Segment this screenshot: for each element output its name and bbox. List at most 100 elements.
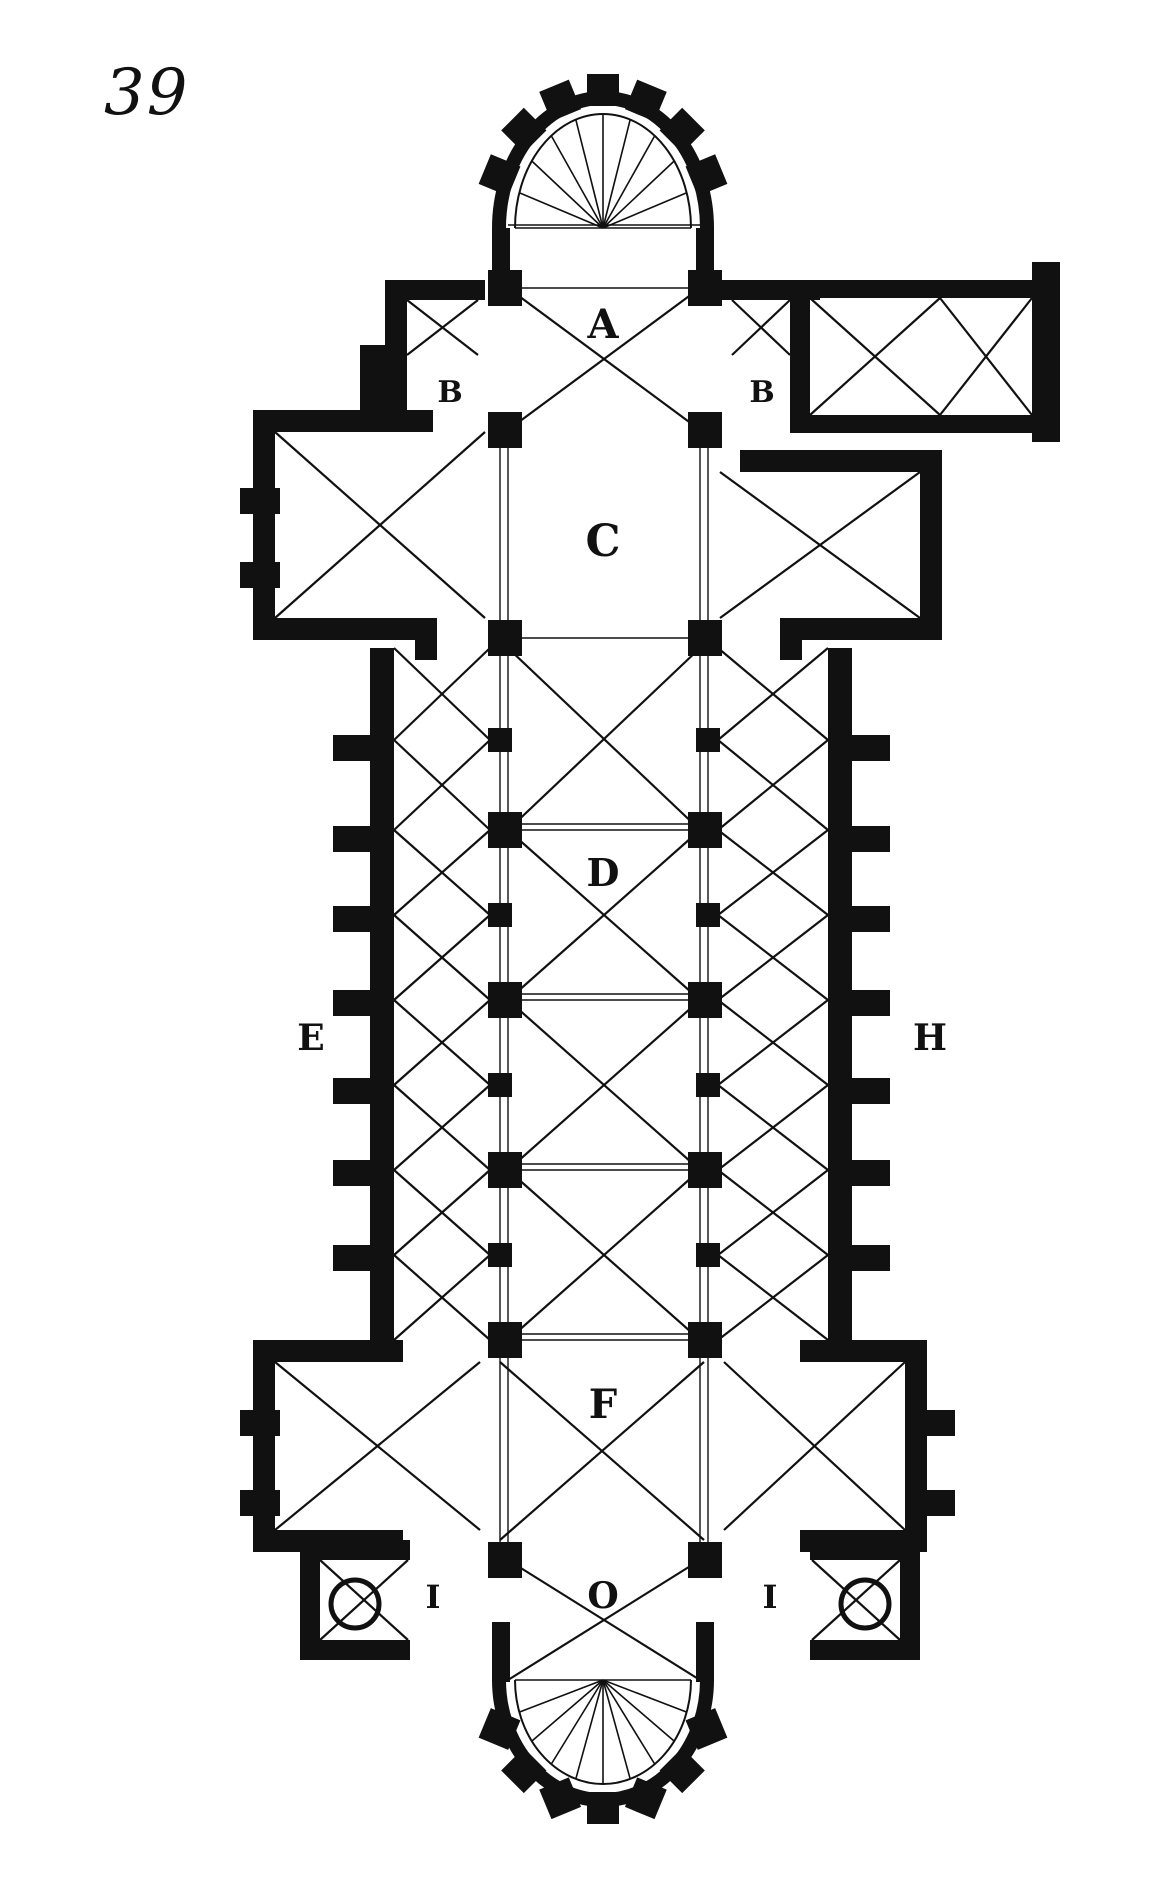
wall-tower-south <box>810 1640 920 1660</box>
west-apse-rib <box>602 1679 675 1742</box>
wall-transept-south-east <box>920 450 942 640</box>
buttress-north <box>333 1160 378 1186</box>
label-nave: D <box>587 850 620 895</box>
bay-aisle-north-rib <box>393 1169 491 1256</box>
wall-annex-bottom <box>790 415 1050 433</box>
bay-transept-south-rib <box>719 471 921 619</box>
wall-chapel <box>385 280 485 300</box>
bay-annex-rib <box>939 297 1033 416</box>
wall-apse <box>492 1622 510 1682</box>
bay-transept-north-rib <box>274 431 486 619</box>
wall-tower-south <box>810 1540 920 1560</box>
apse-buttress <box>539 1777 582 1820</box>
wall-west-transept-north <box>253 1340 275 1550</box>
buttress <box>915 1410 955 1436</box>
stair-turret-north <box>328 1577 382 1631</box>
pier-north <box>488 1152 522 1188</box>
pier-south <box>688 620 722 656</box>
apse-buttress <box>659 1747 705 1794</box>
apse-buttress <box>539 79 582 122</box>
apse-buttress <box>478 154 521 197</box>
pier-north <box>488 812 522 848</box>
pier-north <box>488 412 522 448</box>
label-chapel-right: B <box>749 375 774 410</box>
wall-transept-north-bottom <box>253 618 423 640</box>
buttress-north <box>333 1078 378 1104</box>
bay-crossing-west-rib <box>499 1361 705 1541</box>
bay-nave-rib <box>507 829 701 1001</box>
bay-chapel-B-right-rib <box>731 299 791 356</box>
bay-aisle-south-rib <box>717 1254 829 1341</box>
label-tower-left: I <box>426 1578 441 1616</box>
pier-south <box>688 812 722 848</box>
pier-south <box>688 982 722 1018</box>
bay-aisle-south-rib <box>717 1169 829 1256</box>
pier-minor <box>696 1073 720 1097</box>
wall-transept-south-top <box>740 450 942 472</box>
stair-turret-south <box>838 1577 892 1631</box>
buttress-south <box>845 1245 890 1271</box>
wall-apse <box>696 1622 714 1682</box>
buttress <box>240 562 280 588</box>
west-apse-rib <box>531 1679 604 1742</box>
bay-tower-south-rib <box>811 1559 901 1641</box>
east-apse-rib <box>550 135 604 229</box>
label-crossing-west: F <box>589 1381 617 1428</box>
west-apse-rib <box>602 1679 656 1765</box>
east-apse-rib <box>531 160 604 229</box>
buttress-south <box>845 990 890 1016</box>
wall-tower-north <box>300 1540 410 1560</box>
pier-north <box>488 982 522 1018</box>
buttress-south <box>845 1078 890 1104</box>
west-apse-rib <box>519 1679 604 1713</box>
bay-aisle-south-rib <box>717 1084 829 1171</box>
buttress <box>240 488 280 514</box>
pier-north <box>488 1322 522 1358</box>
bay-west-transept-north-rib <box>274 1361 481 1531</box>
bay-tower-north-rib <box>319 1559 409 1641</box>
pier-minor <box>696 903 720 927</box>
bay-chapel-B-left-rib <box>406 299 479 356</box>
wall-transept-south-bottom <box>780 618 942 640</box>
label-chapel-left: B <box>437 375 462 410</box>
pier-north <box>488 270 522 306</box>
bay-west-transept-south-rib <box>723 1361 906 1531</box>
east-apse-rib <box>602 160 675 229</box>
bay-aisle-south-rib <box>717 647 829 741</box>
bay-aisle-north-rib <box>393 647 491 741</box>
wall-west-transept-south <box>905 1340 927 1550</box>
wall-west-transept-top <box>253 1340 403 1362</box>
pier-minor <box>488 1073 512 1097</box>
pier-south <box>688 1542 722 1578</box>
buttress-north <box>333 735 378 761</box>
west-apse-rib <box>550 1679 604 1765</box>
apse-buttress <box>501 1747 547 1794</box>
bay-aisle-south-rib <box>717 999 829 1086</box>
bay-nave-rib <box>507 999 701 1171</box>
apse-buttress <box>624 79 667 122</box>
pier-minor <box>488 903 512 927</box>
wall-annex-end <box>1032 262 1060 442</box>
apse-buttress <box>659 107 705 154</box>
buttress-north <box>333 826 378 852</box>
wall-transept-north-west <box>253 410 275 638</box>
apse-buttress <box>624 1777 667 1820</box>
bay-aisle-north-rib <box>393 914 491 1001</box>
walls <box>240 74 1060 1824</box>
pier-south <box>688 1152 722 1188</box>
pier-south <box>688 270 722 306</box>
bay-aisle-south-rib <box>717 914 829 1001</box>
apse-buttress <box>587 1792 619 1824</box>
west-apse-rib <box>575 1679 604 1780</box>
buttress-north <box>333 990 378 1016</box>
wall-tower-north <box>300 1540 320 1655</box>
wall-tower-north <box>300 1640 410 1660</box>
buttress-south <box>845 826 890 852</box>
buttress <box>240 1410 280 1436</box>
wall-annex-top <box>790 280 1050 298</box>
buttress-north <box>333 906 378 932</box>
east-apse-rib <box>602 192 688 229</box>
pier-south <box>688 1322 722 1358</box>
label-side-left: E <box>297 1017 324 1059</box>
buttress <box>240 1490 280 1516</box>
